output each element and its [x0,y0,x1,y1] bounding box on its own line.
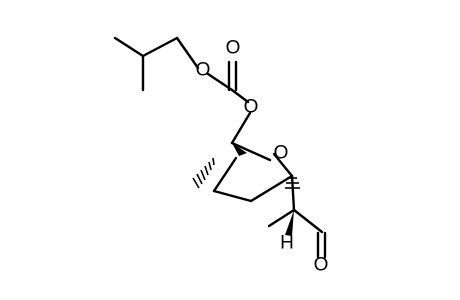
atom-labels: O O O O H O [196,38,329,276]
bond-isobutyl-1 [113,36,145,58]
bond-isobutyl-4 [175,36,200,70]
wedge-h [285,210,294,236]
bond-methyl [267,208,296,228]
o-ester-right-label: O [244,97,259,118]
bond-ring-4 [212,189,253,203]
aldehyde-side-chain [267,174,327,259]
bond-ring-3 [212,156,238,193]
o-carbonyl-label: O [226,38,241,59]
o-aldehyde-label: O [314,255,329,276]
h-stereo-label: H [280,233,294,254]
pyran-ring [212,141,294,203]
bond-carbonylC-o [230,88,250,104]
bond-ring-2 [272,152,294,178]
isobutyl-group [113,36,200,92]
bond-to-cho [292,208,324,234]
bond-ring-1 [230,141,272,162]
carbonate-group [206,60,252,145]
bond-ring-5 [249,174,294,203]
bond-o-ch2 [230,111,252,145]
methyl-hash-c5 [192,157,215,189]
bond-isobutyl-3 [141,36,179,58]
bond-c2-sidechain [290,174,296,212]
wedge-ring-c6 [232,143,247,156]
o-ester-left-label: O [196,60,211,81]
o-ring-label: O [274,143,289,164]
